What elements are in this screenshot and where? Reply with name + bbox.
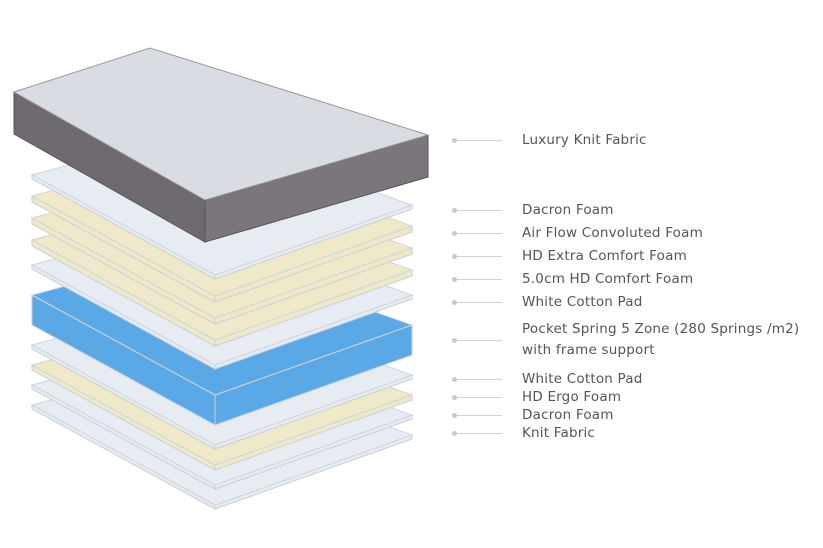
label-air-flow-convoluted-foam: Air Flow Convoluted Foam: [452, 223, 703, 244]
label-text: Dacron Foam: [522, 202, 614, 218]
label-text: Luxury Knit Fabric: [522, 132, 647, 148]
label-knit-fabric: Knit Fabric: [452, 423, 595, 444]
label-line-2: with frame support: [522, 342, 655, 358]
label-text: Knit Fabric: [522, 425, 596, 441]
label-text: Pocket Spring 5 Zone (280 Springs /m2) wi…: [522, 319, 799, 361]
label-dacron-foam-2: Dacron Foam: [452, 405, 614, 426]
label-text: 5.0cm HD Comfort Foam: [522, 271, 694, 287]
label-text: Dacron Foam: [522, 407, 614, 423]
luxury-knit-fabric-top: [12, 47, 430, 201]
label-luxury-knit-fabric: Luxury Knit Fabric: [452, 130, 647, 151]
label-text: White Cotton Pad: [522, 371, 643, 387]
label-text: Air Flow Convoluted Foam: [522, 225, 703, 241]
label-text: HD Extra Comfort Foam: [522, 248, 687, 264]
label-text: White Cotton Pad: [522, 294, 643, 310]
label-line-1: Pocket Spring 5 Zone (280 Springs /m2): [522, 321, 800, 337]
label-hd-ergo-foam: HD Ergo Foam: [452, 387, 621, 408]
label-hd-comfort-foam: 5.0cm HD Comfort Foam: [452, 269, 693, 290]
label-hd-extra-comfort-foam: HD Extra Comfort Foam: [452, 246, 687, 267]
label-white-cotton-pad: White Cotton Pad: [452, 292, 643, 313]
label-text: HD Ergo Foam: [522, 389, 622, 405]
label-pocket-spring: Pocket Spring 5 Zone (280 Springs /m2) wi…: [452, 319, 799, 361]
label-dacron-foam: Dacron Foam: [452, 200, 614, 221]
label-white-cotton-pad-2: White Cotton Pad: [452, 369, 643, 390]
